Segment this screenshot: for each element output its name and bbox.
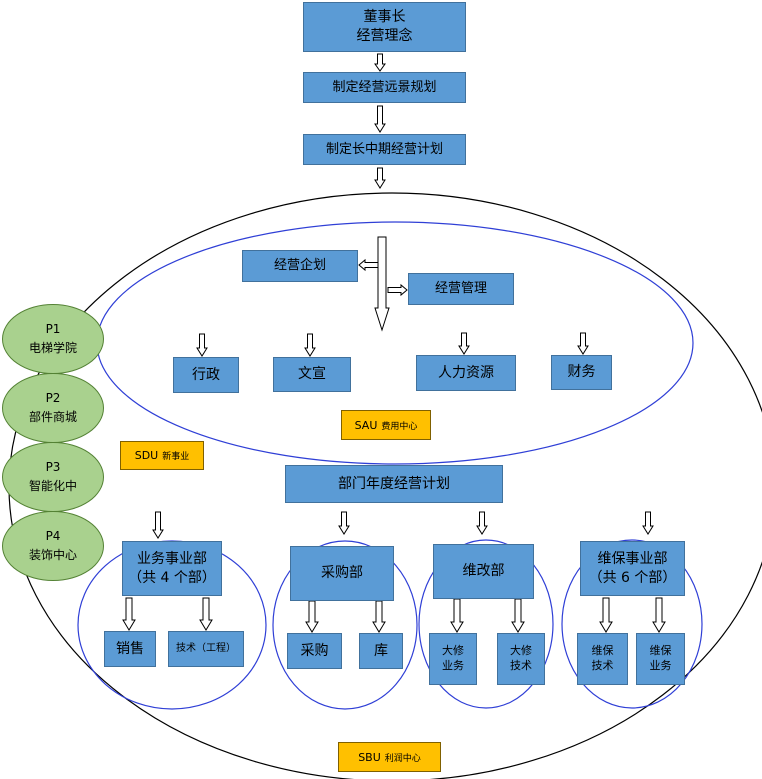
maintenance-ops-line2: 业务 bbox=[649, 659, 672, 672]
renovation-dept-box: 维改部 bbox=[433, 544, 534, 599]
purchase-label: 采购 bbox=[300, 642, 329, 659]
arrow-to-hr bbox=[458, 332, 470, 355]
project-p2: P2 部件商城 bbox=[2, 373, 104, 443]
arrow-to-finance bbox=[577, 332, 589, 355]
chairman-title: 董事长 bbox=[363, 9, 406, 26]
renovation-dept-title: 维改部 bbox=[462, 563, 505, 580]
admin-box: 行政 bbox=[173, 357, 239, 393]
management-box: 经营管理 bbox=[408, 273, 514, 305]
overhaul-ops-box: 大修 业务 bbox=[429, 633, 477, 685]
arrow-to-overhaul-ops bbox=[450, 598, 464, 633]
overhaul-ops-line1: 大修 bbox=[442, 644, 464, 658]
sales-box: 销售 bbox=[104, 631, 156, 667]
business-dept-count: （共 4 个部） bbox=[128, 569, 216, 586]
sdu-code: SDU bbox=[134, 449, 159, 462]
admin-label: 行政 bbox=[192, 366, 220, 383]
project-p3: P3 智能化中 bbox=[2, 442, 104, 512]
overhaul-ops-line2: 业务 bbox=[442, 659, 464, 672]
purchasing-dept-title: 采购部 bbox=[321, 565, 363, 582]
arrow-to-business bbox=[152, 511, 164, 539]
arrow-to-maintenance bbox=[642, 511, 654, 535]
arrow-to-sales bbox=[122, 597, 136, 631]
finance-label: 财务 bbox=[567, 364, 596, 381]
arrow-to-purchase bbox=[305, 600, 319, 633]
project-p4-name: 装饰中心 bbox=[28, 548, 77, 562]
vision-plan-label: 制定经营远景规划 bbox=[332, 79, 437, 95]
sbu-tag-label: 利润中心 bbox=[384, 753, 421, 764]
arrow-to-maintenance-tech bbox=[599, 597, 613, 633]
arrow-midlong-to-sau bbox=[374, 167, 386, 189]
arrow-to-publicity bbox=[304, 333, 316, 357]
arrow-to-warehouse bbox=[372, 600, 386, 633]
maintenance-dept-ring bbox=[561, 539, 703, 709]
purchasing-dept-ring bbox=[272, 540, 418, 710]
arrow-sau-main bbox=[374, 236, 390, 332]
annual-plan-label: 部门年度经营计划 bbox=[338, 475, 450, 492]
overhaul-tech-line1: 大修 bbox=[510, 644, 532, 658]
overhaul-tech-line2: 技术 bbox=[510, 659, 532, 672]
project-p3-name: 智能化中 bbox=[28, 479, 77, 493]
tech-engineering-label: 技术（工程） bbox=[176, 643, 236, 655]
finance-box: 财务 bbox=[551, 355, 612, 390]
project-p1-name: 电梯学院 bbox=[28, 341, 77, 355]
maintenance-tech-box: 维保 技术 bbox=[577, 633, 628, 685]
business-dept-box: 业务事业部 （共 4 个部） bbox=[122, 541, 222, 596]
arrow-to-tech-engineering bbox=[199, 597, 213, 631]
arrow-to-maintenance-ops bbox=[652, 597, 666, 633]
sau-code: SAU bbox=[354, 418, 378, 432]
arrow-to-overhaul-tech bbox=[511, 598, 525, 633]
planning-label: 经营企划 bbox=[273, 258, 326, 274]
arrow-vision-to-midlong bbox=[374, 105, 386, 133]
sdu-tag-label: 新事业 bbox=[162, 452, 190, 462]
sbu-code: SBU bbox=[358, 750, 381, 764]
warehouse-label: 库 bbox=[374, 642, 388, 659]
renovation-dept-ring bbox=[418, 539, 554, 709]
project-p4: P4 装饰中心 bbox=[2, 511, 104, 581]
purchasing-dept-box: 采购部 bbox=[290, 546, 394, 601]
arrow-to-purchasing bbox=[338, 511, 350, 535]
arrow-to-renovation bbox=[476, 511, 488, 535]
maintenance-tech-line1: 维保 bbox=[591, 644, 614, 658]
maintenance-dept-box: 维保事业部 （共 6 个部） bbox=[580, 541, 685, 596]
project-p3-code: P3 bbox=[45, 459, 61, 474]
tech-engineering-box: 技术（工程） bbox=[168, 631, 244, 667]
arrow-chairman-to-vision bbox=[374, 53, 386, 72]
sau-tag: SAU 费用中心 bbox=[341, 410, 431, 440]
overhaul-tech-box: 大修 技术 bbox=[497, 633, 545, 685]
chairman-box: 董事长 经营理念 bbox=[303, 2, 466, 52]
sbu-tag: SBU 利润中心 bbox=[338, 742, 441, 772]
business-dept-title: 业务事业部 bbox=[137, 550, 207, 567]
arrow-to-management bbox=[387, 283, 408, 297]
project-p4-code: P4 bbox=[45, 528, 61, 543]
sdu-tag: SDU 新事业 bbox=[120, 441, 204, 470]
maintenance-dept-title: 维保事业部 bbox=[597, 550, 668, 567]
project-p2-name: 部件商城 bbox=[28, 410, 77, 424]
sau-tag-label: 费用中心 bbox=[381, 421, 418, 432]
project-p2-code: P2 bbox=[45, 390, 61, 405]
warehouse-box: 库 bbox=[359, 633, 403, 669]
management-label: 经营管理 bbox=[434, 281, 487, 297]
publicity-label: 文宣 bbox=[298, 366, 326, 383]
maintenance-tech-line2: 技术 bbox=[591, 659, 614, 672]
maintenance-ops-box: 维保 业务 bbox=[636, 633, 685, 685]
publicity-box: 文宣 bbox=[273, 357, 351, 392]
planning-box: 经营企划 bbox=[242, 250, 358, 282]
mid-long-plan-box: 制定长中期经营计划 bbox=[303, 134, 466, 165]
arrow-to-admin bbox=[196, 333, 208, 357]
sales-label: 销售 bbox=[116, 640, 144, 657]
mid-long-plan-label: 制定长中期经营计划 bbox=[325, 141, 443, 157]
purchase-box: 采购 bbox=[287, 633, 342, 669]
project-p1: P1 电梯学院 bbox=[2, 304, 104, 374]
annual-plan-box: 部门年度经营计划 bbox=[285, 465, 503, 503]
project-p1-code: P1 bbox=[45, 321, 61, 336]
hr-box: 人力资源 bbox=[416, 355, 516, 391]
maintenance-dept-count: （共 6 个部） bbox=[588, 569, 677, 586]
arrow-to-planning bbox=[358, 258, 379, 272]
business-philosophy: 经营理念 bbox=[356, 28, 413, 44]
vision-plan-box: 制定经营远景规划 bbox=[303, 72, 466, 103]
hr-label: 人力资源 bbox=[438, 364, 494, 381]
maintenance-ops-line1: 维保 bbox=[649, 644, 672, 658]
